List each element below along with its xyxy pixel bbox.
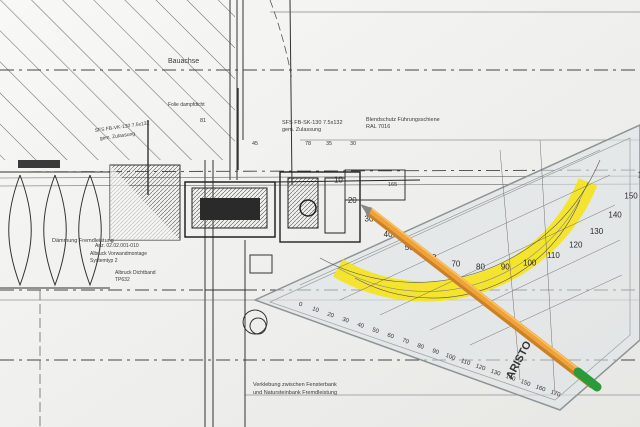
svg-text:Bauachse: Bauachse: [168, 58, 199, 65]
angle-label: 160: [638, 171, 640, 180]
pen: [360, 204, 602, 392]
svg-text:Systemtyp 2: Systemtyp 2: [90, 258, 118, 264]
screws: [147, 88, 239, 195]
scale-label: 160: [535, 384, 547, 393]
scale-label: 60: [386, 332, 395, 340]
angle-label: 120: [569, 241, 583, 250]
svg-text:SFS FB-SK-130 7.5x132: SFS FB-SK-130 7.5x132: [282, 120, 343, 126]
pen-cap: [573, 367, 602, 392]
scale-label: 120: [475, 363, 487, 372]
window-profile: [184, 169, 421, 243]
hatched-wall: [0, 0, 235, 160]
svg-text:Dämmung Fremdleistung: Dämmung Fremdleistung: [52, 238, 114, 244]
svg-text:Verklebung zwischen Fensterban: Verklebung zwischen Fensterbank: [253, 382, 337, 388]
scale-label: 100: [445, 353, 457, 362]
scale-label: 30: [341, 317, 350, 325]
scale-label: 90: [431, 348, 440, 356]
angle-label: 70: [451, 260, 460, 269]
svg-text:Albruck Dichtband: Albruck Dichtband: [115, 270, 156, 276]
scale-label: 130: [490, 369, 502, 378]
angle-label: 150: [624, 192, 638, 201]
insulation-loops: [0, 171, 110, 289]
scale-label: 150: [520, 379, 532, 388]
svg-text:gem. Zulassung: gem. Zulassung: [282, 127, 321, 133]
lower-detail: [205, 240, 273, 427]
angle-label: 10: [334, 176, 343, 185]
svg-text:Blendschutz Führungsschiene: Blendschutz Führungsschiene: [366, 117, 440, 123]
svg-text:und Natursteinbank Fremdleistu: und Natursteinbank Fremdleistung: [253, 390, 337, 396]
angle-label: 110: [547, 251, 560, 260]
svg-text:81: 81: [200, 118, 206, 124]
angle-label: 140: [608, 210, 622, 219]
svg-text:45: 45: [252, 141, 258, 147]
drawing-labels: Bauachse Folie dampfdicht SFS FB-VK-130 …: [52, 58, 440, 396]
angle-label: 90: [501, 262, 510, 271]
angle-label: 100: [523, 258, 537, 267]
svg-text:Albruck Vorwandmontage: Albruck Vorwandmontage: [90, 251, 147, 257]
angle-label: 20: [348, 196, 357, 205]
svg-text:gem. Zulassung: gem. Zulassung: [99, 131, 135, 142]
angle-label: 30: [365, 214, 374, 223]
scale-label: 70: [401, 338, 410, 346]
svg-text:Anz. 02.02.001-010: Anz. 02.02.001-010: [95, 243, 139, 249]
angle-label: 40: [384, 230, 393, 239]
scale-label: 0: [298, 302, 304, 309]
svg-text:RAL 7016: RAL 7016: [366, 124, 390, 130]
angle-label: 130: [590, 227, 604, 236]
scale-label: 110: [460, 358, 472, 367]
angle-label: 80: [476, 263, 485, 272]
svg-text:Folie dampfdicht: Folie dampfdicht: [168, 102, 205, 108]
scale-label: 20: [326, 312, 335, 320]
svg-text:35: 35: [326, 141, 332, 147]
svg-text:30: 30: [350, 141, 356, 147]
scale-label: 10: [311, 306, 320, 314]
scale-label: 40: [356, 322, 365, 330]
svg-text:165: 165: [388, 182, 397, 188]
scale-label: 140: [505, 374, 517, 383]
edge-scale: 0 10 20 30 40 50 60 70 80 90 100110120130140150160…: [298, 302, 562, 399]
scale-label: 170: [550, 390, 562, 399]
svg-text:78: 78: [305, 141, 311, 147]
dark-bar: [18, 160, 60, 168]
scale-label: 50: [371, 327, 380, 335]
svg-text:TP632: TP632: [115, 277, 130, 283]
scale-label: 80: [416, 343, 425, 351]
